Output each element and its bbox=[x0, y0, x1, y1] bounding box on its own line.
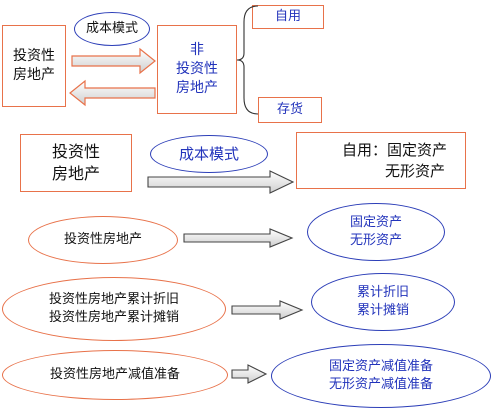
top-self-use-label: 自用 bbox=[274, 9, 301, 25]
top-non-investment-property-box: 非 投资性 房地产 bbox=[157, 25, 237, 114]
row-2-source-line-1: 投资性房地产累计折旧 bbox=[48, 292, 179, 308]
middle-result-line-1: 自用：固定资产 bbox=[341, 141, 447, 160]
top-investment-property-line-1: 投资性 bbox=[13, 48, 55, 65]
top-non-investment-line-2: 投资性 bbox=[176, 61, 218, 78]
top-investment-property-line-2: 房地产 bbox=[13, 67, 55, 83]
middle-block-arrow bbox=[147, 170, 295, 194]
row-1-target-line-1: 固定资产 bbox=[349, 215, 402, 231]
row-3-source-oval: 投资性房地产减值准备 bbox=[2, 350, 228, 400]
top-cost-model-oval: 成本模式 bbox=[74, 12, 150, 46]
middle-cost-model-oval: 成本模式 bbox=[150, 135, 268, 173]
top-left-block-arrow bbox=[69, 79, 156, 107]
top-self-use-box: 自用 bbox=[252, 5, 324, 29]
middle-investment-property-line-2: 房地产 bbox=[51, 164, 100, 183]
row-1-source-line-1: 投资性房地产 bbox=[63, 232, 142, 248]
row-3-target-line-1: 固定资产减值准备 bbox=[328, 359, 433, 375]
row-1-target-line-2: 无形资产 bbox=[349, 233, 402, 248]
row-1-arrow bbox=[183, 228, 294, 248]
row-3-target-line-2: 无形资产减值准备 bbox=[328, 377, 433, 392]
row-2-source-line-2: 投资性房地产累计摊销 bbox=[48, 310, 179, 325]
row-2-arrow bbox=[231, 300, 304, 320]
top-non-investment-line-3: 房地产 bbox=[176, 79, 218, 96]
row-2-target-line-1: 累计折旧 bbox=[356, 285, 409, 301]
row-1-source-oval: 投资性房地产 bbox=[28, 216, 178, 264]
row-2-target-oval: 累计折旧 累计摊销 bbox=[311, 273, 455, 331]
row-3-source-line-1: 投资性房地产减值准备 bbox=[49, 367, 180, 383]
row-3-target-oval: 固定资产减值准备 无形资产减值准备 bbox=[271, 344, 491, 408]
top-inventory-box: 存货 bbox=[258, 97, 322, 123]
middle-cost-model-label: 成本模式 bbox=[178, 144, 239, 163]
top-bracket bbox=[236, 5, 259, 115]
top-investment-property-box: 投资性 房地产 bbox=[2, 25, 66, 107]
middle-result-line-2: 无形资产 bbox=[384, 161, 445, 180]
middle-investment-property-line-1: 投资性 bbox=[51, 142, 100, 162]
top-right-block-arrow bbox=[71, 47, 156, 75]
top-inventory-label: 存货 bbox=[276, 102, 303, 118]
row-1-target-oval: 固定资产 无形资产 bbox=[307, 203, 445, 261]
middle-result-box: 自用：固定资产 无形资产 bbox=[296, 132, 466, 189]
top-non-investment-line-1: 非 bbox=[190, 42, 204, 59]
top-cost-model-label: 成本模式 bbox=[85, 21, 138, 37]
middle-investment-property-box: 投资性 房地产 bbox=[20, 134, 132, 192]
row-2-source-oval: 投资性房地产累计折旧 投资性房地产累计摊销 bbox=[2, 277, 226, 341]
row-3-arrow bbox=[231, 364, 268, 384]
row-2-target-line-2: 累计摊销 bbox=[356, 303, 409, 318]
